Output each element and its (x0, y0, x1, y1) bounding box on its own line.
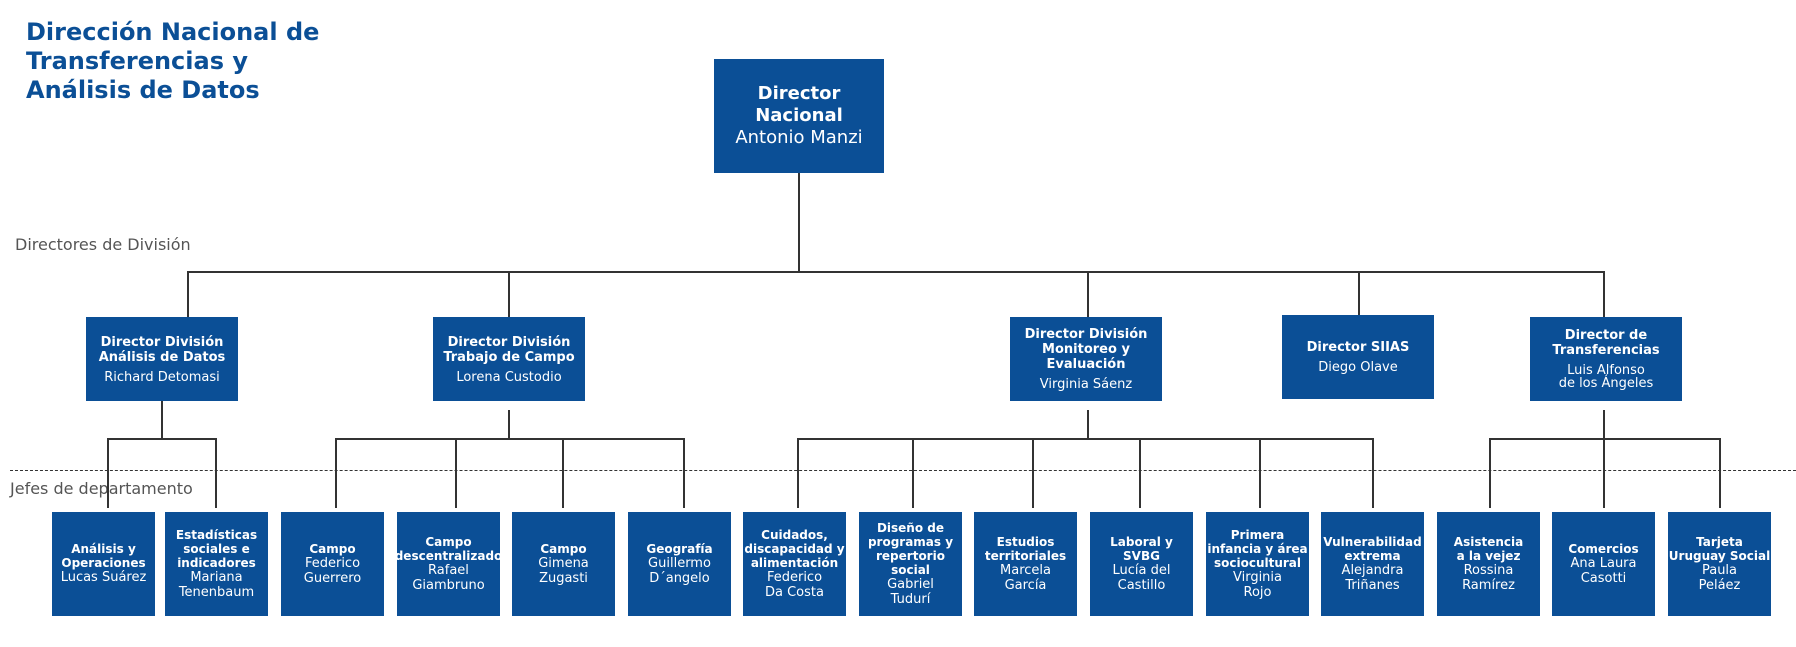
connector-line (1603, 271, 1605, 317)
box-name: Mariana Tenenbaum (178, 569, 255, 601)
connector-line (1139, 438, 1141, 508)
department-box: Primera infancia y área sociocultural Vi… (1206, 512, 1309, 616)
division-box: Director de Transferencias Luis Alfonso … (1530, 317, 1682, 401)
connector-line (1489, 438, 1491, 508)
department-box: Campo Federico Guerrero (281, 512, 384, 616)
page-title: Dirección Nacional de Transferencias y A… (26, 18, 320, 104)
box-title: Primera infancia y área sociocultural (1207, 527, 1308, 570)
box-name: Lorena Custodio (456, 369, 562, 385)
division-box: Director SIIAS Diego Olave (1282, 315, 1434, 399)
connector-line (215, 438, 217, 508)
department-box: Campo Gimena Zugasti (512, 512, 615, 616)
connector-line (335, 438, 684, 440)
connector-line (508, 271, 510, 317)
box-title: Estadísticas sociales e indicadores (175, 527, 258, 570)
connector-line (1489, 438, 1720, 440)
department-box: Campo descentralizado Rafael Giambruno (394, 512, 503, 616)
connector-line (798, 173, 800, 272)
box-title: Estudios territoriales (984, 534, 1067, 563)
box-title: Laboral y SVBG (1110, 534, 1173, 563)
connector-line (508, 410, 510, 438)
box-title: Director SIIAS (1306, 340, 1410, 355)
connector-line (1259, 438, 1261, 508)
directores-division-label: Directores de División (15, 235, 191, 254)
division-box: Director División Monitoreo y Evaluación… (1010, 317, 1162, 401)
connector-line (187, 271, 1604, 273)
jefes-departamento-label: Jefes de departamento (10, 479, 193, 498)
box-name: Rossina Ramírez (1462, 562, 1515, 594)
box-name: Richard Detomasi (104, 369, 220, 385)
box-title: Campo (540, 541, 587, 556)
connector-line (1032, 438, 1034, 508)
box-name: Alejandra Triñanes (1341, 562, 1404, 594)
connector-line (1372, 438, 1374, 508)
department-box: Comercios Ana Laura Casotti (1552, 512, 1655, 616)
connector-line (107, 438, 216, 440)
department-box: Estadísticas sociales e indicadores Mari… (165, 512, 268, 616)
department-box: Cuidados, discapacidad y alimentación Fe… (743, 512, 846, 616)
connector-line (187, 271, 189, 317)
department-box: Laboral y SVBG Lucía del Castillo (1090, 512, 1193, 616)
box-name: Lucía del Castillo (1112, 562, 1171, 594)
connector-line (1358, 271, 1360, 315)
connector-line (797, 438, 799, 508)
box-name: Antonio Manzi (735, 127, 863, 148)
connector-line (1087, 271, 1089, 317)
box-title: Geografía (646, 541, 713, 556)
box-name: Paula Peláez (1698, 562, 1741, 594)
connector-line (1603, 410, 1605, 438)
department-box: Estudios territoriales Marcela García (974, 512, 1077, 616)
level-divider (10, 470, 1796, 471)
box-name: Federico Guerrero (303, 555, 362, 587)
box-name: Virginia Sáenz (1039, 377, 1133, 392)
connector-line (107, 438, 109, 508)
connector-line (161, 401, 163, 438)
director-nacional-box: Director Nacional Antonio Manzi (714, 59, 884, 173)
department-box: Geografía Guillermo D´angelo (628, 512, 731, 616)
box-title: Director Nacional (755, 83, 843, 126)
connector-line (1087, 410, 1089, 438)
department-box: Tarjeta Uruguay Social Paula Peláez (1668, 512, 1771, 616)
division-box: Director División Trabajo de Campo Loren… (433, 317, 585, 401)
box-name: Virginia Rojo (1232, 569, 1283, 601)
department-box: Análisis y Operaciones Lucas Suárez (52, 512, 155, 616)
box-name: Federico Da Costa (765, 569, 824, 601)
box-title: Campo descentralizado (394, 534, 503, 563)
box-title: Director División Monitoreo y Evaluación (1024, 327, 1148, 372)
box-title: Cuidados, discapacidad y alimentación (744, 527, 845, 570)
connector-line (912, 438, 914, 508)
box-name: Lucas Suárez (60, 570, 147, 586)
department-box: Asistencia a la vejez Rossina Ramírez (1437, 512, 1540, 616)
connector-line (335, 438, 337, 508)
box-title: Director División Análisis de Datos (98, 334, 226, 365)
box-name: Rafael Giambruno (412, 562, 485, 594)
box-title: Tarjeta Uruguay Social (1668, 534, 1771, 563)
box-title: Asistencia a la vejez (1453, 534, 1524, 563)
connector-line (562, 438, 564, 508)
connector-line (1719, 438, 1721, 508)
box-name: Gimena Zugasti (538, 555, 589, 587)
division-box: Director División Análisis de Datos Rich… (86, 317, 238, 401)
connector-line (797, 438, 1373, 440)
box-name: Marcela García (1000, 562, 1051, 594)
box-title: Campo (309, 541, 356, 556)
department-box: Diseño de programas y repertorio social … (859, 512, 962, 616)
box-name: Gabriel Tudurí (887, 576, 934, 608)
box-name: Guillermo D´angelo (648, 555, 711, 587)
box-name: Diego Olave (1318, 360, 1398, 375)
box-title: Comercios (1568, 541, 1639, 556)
box-title: Director División Trabajo de Campo (443, 334, 575, 365)
connector-line (683, 438, 685, 508)
box-title: Vulnerabilidad extrema (1323, 534, 1422, 563)
connector-line (1603, 438, 1605, 508)
box-name: Luis Alfonso de los Ángeles (1558, 363, 1654, 391)
box-title: Diseño de programas y repertorio social (867, 520, 954, 577)
box-title: Análisis y Operaciones (61, 542, 146, 571)
connector-line (455, 438, 457, 508)
box-name: Ana Laura Casotti (1570, 555, 1637, 587)
box-title: Director de Transferencias (1552, 328, 1660, 358)
department-box: Vulnerabilidad extrema Alejandra Triñane… (1321, 512, 1424, 616)
